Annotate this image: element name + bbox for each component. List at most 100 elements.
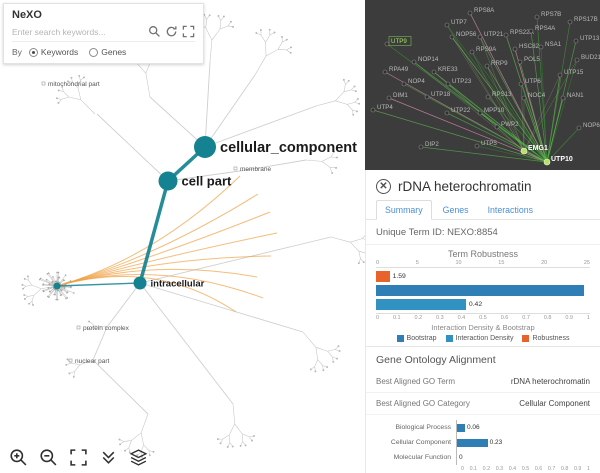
- gene-label[interactable]: NOP6: [583, 122, 600, 129]
- gene-label[interactable]: UTP21: [484, 31, 504, 38]
- zoom-out-button[interactable]: [39, 448, 58, 467]
- gene-node[interactable]: DIP2: [418, 141, 439, 150]
- gene-label[interactable]: NOP4: [408, 78, 425, 85]
- gene-node[interactable]: NOP6: [576, 122, 600, 131]
- term-node-label[interactable]: cellular_component: [220, 140, 357, 156]
- fit-to-screen-button[interactable]: [69, 448, 88, 467]
- radio-keywords[interactable]: [28, 47, 38, 57]
- gene-label[interactable]: RPS13: [492, 91, 512, 98]
- tree-node-label[interactable]: membrane: [240, 166, 271, 173]
- gene-label[interactable]: RPS9A: [476, 46, 497, 53]
- gene-label[interactable]: UTP6: [525, 78, 541, 85]
- gene-node[interactable]: RRP9: [484, 60, 508, 69]
- gene-label[interactable]: UTP9: [391, 38, 407, 45]
- gene-label[interactable]: RPS17B: [574, 16, 598, 23]
- gene-node[interactable]: PWP2: [494, 121, 519, 130]
- tab-interactions[interactable]: Interactions: [487, 205, 534, 215]
- gene-node[interactable]: RPS7B: [534, 11, 561, 20]
- radio-genes[interactable]: [89, 47, 99, 57]
- gene-node[interactable]: NOP14: [411, 56, 439, 65]
- gene-node[interactable]: UTP13: [573, 35, 600, 44]
- gene-label[interactable]: UTP15: [564, 69, 584, 76]
- gene-node[interactable]: UTP7: [444, 19, 467, 28]
- gene-label[interactable]: RPS22A: [510, 29, 535, 36]
- gene-label[interactable]: HSC82: [519, 43, 540, 50]
- gene-node[interactable]: NAN1: [560, 92, 584, 101]
- term-node[interactable]: [194, 136, 216, 158]
- gene-node[interactable]: HSC82: [512, 43, 540, 52]
- gene-label[interactable]: KRE33: [438, 66, 458, 73]
- gene-label[interactable]: BUD21: [581, 54, 600, 61]
- gene-label[interactable]: UTP18: [431, 91, 451, 98]
- gene-node[interactable]: UTP6: [518, 78, 541, 87]
- gene-label[interactable]: DIM1: [393, 92, 408, 99]
- gene-node[interactable]: NOP4: [401, 78, 425, 87]
- gene-node[interactable]: POL5: [517, 56, 540, 65]
- reset-icon[interactable]: [165, 25, 178, 38]
- gene-label[interactable]: NOC4: [528, 92, 546, 99]
- gene-label[interactable]: NAN1: [567, 92, 584, 99]
- gene-label[interactable]: RRP9: [491, 60, 508, 67]
- close-icon[interactable]: ✕: [376, 179, 391, 194]
- gene-label[interactable]: MPP10: [484, 107, 505, 114]
- gene-node[interactable]: BUD21: [574, 54, 600, 63]
- tab-summary[interactable]: Summary: [376, 200, 432, 220]
- gene-label[interactable]: RPS4A: [535, 25, 556, 32]
- search-icon[interactable]: [148, 25, 161, 38]
- gene-node[interactable]: RPS4A: [528, 25, 556, 34]
- gene-node[interactable]: UTP18: [424, 91, 451, 100]
- gene-node[interactable]: UTP5: [474, 140, 497, 149]
- gene-label[interactable]: UTP10: [551, 156, 573, 163]
- collapse-expand-button[interactable]: [99, 448, 118, 467]
- gene-label[interactable]: UTP13: [580, 35, 600, 42]
- gene-label[interactable]: UTP7: [451, 19, 467, 26]
- gene-node[interactable]: RPS8A: [467, 7, 495, 16]
- gene-label[interactable]: EMG1: [528, 145, 548, 152]
- gene-node[interactable]: UTP15: [557, 69, 584, 78]
- tree-node-label[interactable]: nuclear part: [75, 358, 110, 365]
- tab-genes[interactable]: Genes: [442, 205, 469, 215]
- gene-node[interactable]: UTP22: [444, 107, 471, 116]
- gene-label[interactable]: PWP2: [501, 121, 519, 128]
- term-node[interactable]: [133, 276, 147, 290]
- mode-genes[interactable]: Genes: [89, 47, 126, 57]
- gene-node[interactable]: KRE33: [431, 66, 458, 75]
- term-node-label[interactable]: intracellular: [151, 278, 205, 289]
- gene-node[interactable]: UTP23: [445, 78, 472, 87]
- gene-node[interactable]: MPP10: [477, 107, 505, 116]
- tree-node-label[interactable]: protein complex: [83, 325, 130, 332]
- network-canvas[interactable]: UTP9RPA49DIM1UTP4NOP4NOP14UTP18KRE33UTP2…: [365, 0, 600, 170]
- gene-node[interactable]: UTP10: [543, 156, 573, 166]
- term-node[interactable]: [158, 171, 178, 191]
- gene-node[interactable]: DIM1: [386, 92, 408, 101]
- gene-node[interactable]: UTP21: [477, 31, 504, 40]
- gene-label[interactable]: RPA49: [389, 66, 409, 73]
- layers-button[interactable]: [129, 448, 148, 467]
- mode-keywords[interactable]: Keywords: [28, 47, 78, 57]
- gene-label[interactable]: NOP56: [456, 31, 477, 38]
- gene-node[interactable]: UTP4: [370, 104, 393, 113]
- gene-node[interactable]: RPS22A: [503, 29, 535, 38]
- gene-label[interactable]: UTP5: [481, 140, 497, 147]
- gene-node[interactable]: EMG1: [520, 145, 548, 155]
- gene-label[interactable]: UTP23: [452, 78, 472, 85]
- gene-label[interactable]: NOP14: [418, 56, 439, 63]
- gene-label[interactable]: NSA1: [545, 41, 562, 48]
- gene-label[interactable]: RPS7B: [541, 11, 561, 18]
- gene-node[interactable]: NOP56: [449, 31, 477, 40]
- zoom-to-fit-icon[interactable]: [182, 25, 195, 38]
- gene-node[interactable]: NSA1: [538, 41, 562, 50]
- zoom-in-button[interactable]: [9, 448, 28, 467]
- gene-label[interactable]: RPS8A: [474, 7, 495, 14]
- search-input[interactable]: [12, 26, 144, 37]
- gene-node[interactable]: RPS13: [485, 91, 512, 100]
- gene-node[interactable]: NOC4: [521, 92, 546, 101]
- gene-node[interactable]: UTP9: [384, 36, 412, 47]
- gene-node[interactable]: RPS17B: [567, 16, 598, 25]
- gene-label[interactable]: UTP4: [377, 104, 393, 111]
- gene-label[interactable]: POL5: [524, 56, 540, 63]
- term-node-label[interactable]: cell part: [182, 174, 233, 189]
